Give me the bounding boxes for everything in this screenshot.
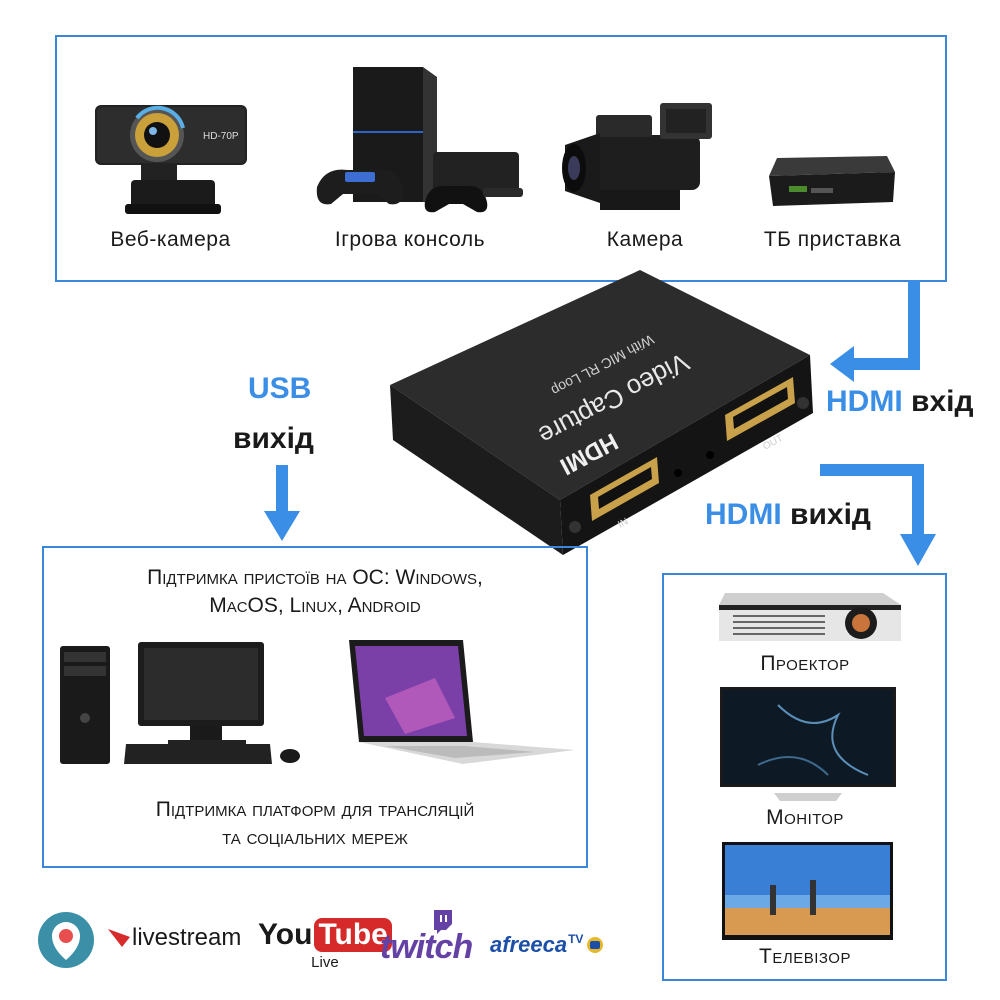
- output-label-monitor: Монітор: [766, 806, 844, 829]
- desktop-pc-image: [60, 642, 300, 764]
- capture-device-image: Video Capture With MIC RL Loop HDMI OUT …: [390, 270, 813, 555]
- outputs-panel: [662, 573, 947, 981]
- afreecatv-logo: afreeca TV: [490, 932, 605, 958]
- usb-output-label-top: USB: [248, 372, 311, 406]
- afreeca-tv-text: TV: [568, 932, 584, 946]
- hdmi-input-arrow: [830, 280, 920, 382]
- livestream-text: livestream: [132, 924, 242, 951]
- laptop-image: [349, 640, 575, 764]
- game-console-image: [316, 67, 523, 213]
- platforms-support-line2: та соціальних мереж: [222, 826, 408, 849]
- youtube-tube-text: Tube: [314, 918, 392, 952]
- usb-output-label-bottom: вихід: [233, 422, 314, 456]
- youtube-live-text: Live: [311, 954, 339, 971]
- television-image: [722, 842, 893, 940]
- afreeca-text: afreeca: [490, 932, 568, 957]
- usb-output-arrow: [264, 465, 300, 541]
- hdmi-output-label-blue: HDMI: [705, 498, 782, 531]
- hdmi-output-arrow: [820, 464, 936, 566]
- twitch-glitch-icon: [434, 910, 452, 934]
- webcam-model: HD-70P: [203, 131, 239, 142]
- webcam-image: HD-70P: [95, 105, 247, 214]
- platforms-support-line1: Підтримка платформ для трансляцій: [155, 798, 475, 821]
- hdmi-output-label-dark: вихід: [790, 498, 871, 531]
- computers-panel: [42, 546, 588, 868]
- output-label-projector: Проектор: [760, 652, 850, 675]
- output-label-tv: Телевізор: [759, 945, 851, 968]
- twitch-logo: twitch: [380, 910, 473, 967]
- sources-panel: [55, 35, 947, 282]
- usb-label-dark: вихід: [233, 422, 314, 455]
- livestream-mark-icon: [108, 929, 130, 947]
- os-support-line2: MacOS, Linux, Android: [209, 594, 421, 617]
- port-in-label: IN: [616, 516, 630, 530]
- os-support-line1: Підтримка пристоїв на ОС: Windows,: [147, 566, 483, 589]
- youtube-you-text: You: [258, 918, 313, 951]
- hdmi-input-label-dark: вхід: [911, 385, 974, 418]
- monitor-image: [720, 687, 896, 801]
- tv-box-image: [769, 156, 895, 206]
- twitch-text: twitch: [380, 928, 473, 966]
- video-camera-image: [562, 103, 712, 210]
- usb-label-blue: USB: [248, 372, 312, 405]
- source-label-webcam: Веб-камера: [110, 228, 231, 251]
- hdmi-input-label: HDMI вхід: [826, 385, 974, 419]
- source-label-console: Ігрова консоль: [334, 228, 486, 251]
- source-label-tvbox: ТБ приставка: [763, 228, 902, 251]
- source-label-camera: Камера: [606, 228, 684, 251]
- hdmi-output-label: HDMI вихід: [705, 498, 871, 532]
- afreeca-tv-icon: [587, 937, 604, 953]
- projector-image: [719, 593, 901, 641]
- hdmi-input-label-blue: HDMI: [826, 385, 903, 418]
- periscope-icon: [38, 912, 94, 968]
- livestream-logo: livestream: [108, 924, 241, 952]
- youtube-live-logo: You Tube Live: [258, 918, 392, 971]
